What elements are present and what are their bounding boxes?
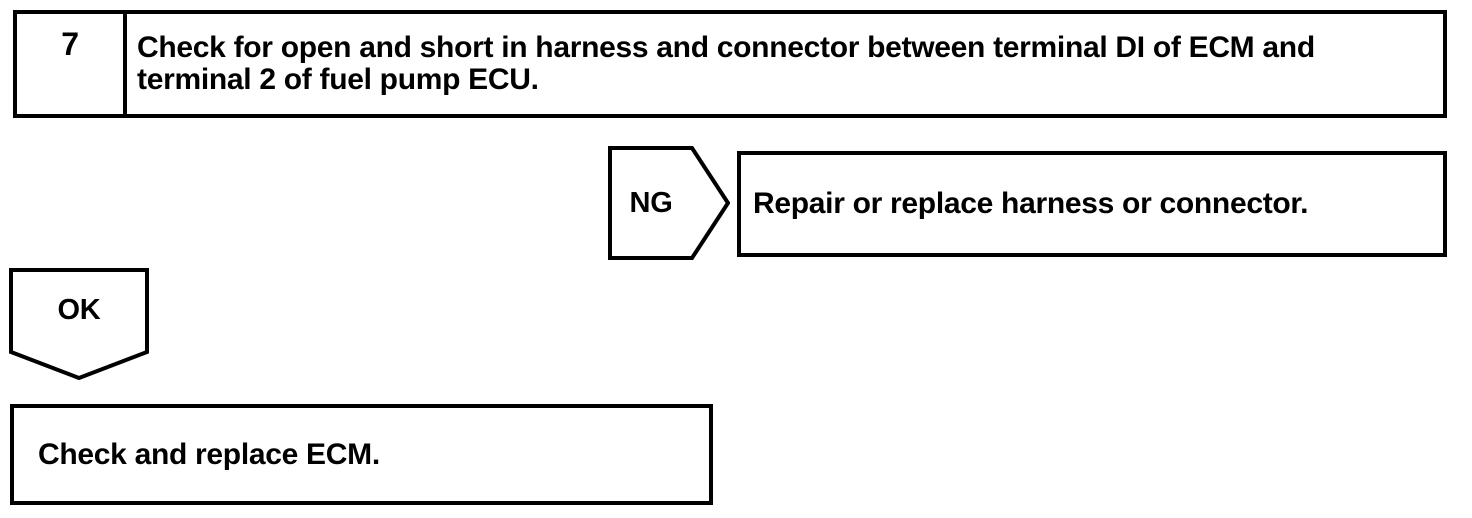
step-number: 7: [17, 14, 127, 114]
ok-result-text: Check and replace ECM.: [38, 437, 380, 471]
ng-action-box: Repair or replace harness or connector.: [737, 151, 1447, 257]
ok-label: OK: [57, 293, 101, 326]
ng-action-text: Repair or replace harness or connector.: [753, 187, 1309, 220]
ok-pentagon-icon: [9, 268, 149, 380]
ng-connector: NG: [608, 146, 730, 260]
ng-label: NG: [629, 186, 673, 219]
ok-result-box: Check and replace ECM.: [10, 404, 713, 505]
ng-pentagon-icon: [608, 146, 730, 260]
ok-connector: OK: [9, 268, 149, 380]
step-box: 7 Check for open and short in harness an…: [13, 10, 1447, 118]
step-instruction: Check for open and short in harness and …: [137, 30, 1315, 96]
